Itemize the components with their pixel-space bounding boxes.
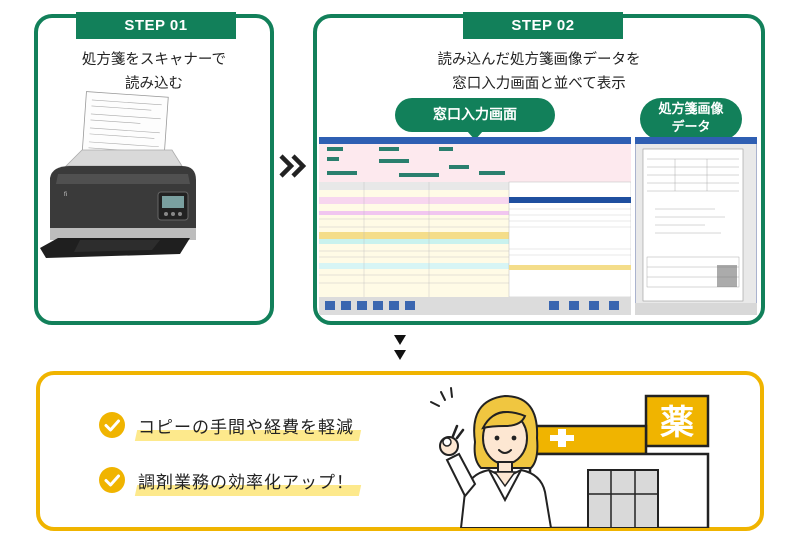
image-data-label-line2: データ bbox=[671, 120, 711, 135]
input-screen-label: 窓口入力画面 bbox=[395, 98, 555, 140]
benefit-item: 調剤業務の効率化アップ！ bbox=[98, 466, 354, 494]
chevron-double-right-icon bbox=[279, 154, 307, 178]
svg-text:fi: fi bbox=[64, 192, 67, 198]
pharmacy-sign: 薬 bbox=[660, 403, 694, 443]
benefit-text: コピーの手間や経費を軽減 bbox=[138, 413, 354, 438]
prescription-image-screenshot bbox=[635, 137, 757, 315]
check-icon bbox=[99, 467, 125, 493]
step1-caption-line2: 読み込む bbox=[125, 76, 183, 92]
step1-caption: 処方箋をスキャナーで 読み込む bbox=[38, 48, 270, 96]
step1-tag: STEP 01 bbox=[76, 12, 236, 39]
step1-caption-line1: 処方箋をスキャナーで bbox=[81, 52, 227, 68]
scanner-illustration: fi bbox=[40, 91, 196, 258]
step2-caption-line2: 窓口入力画面と並べて表示 bbox=[452, 76, 626, 92]
step2-tag: STEP 02 bbox=[463, 12, 623, 39]
step2-caption: 読み込んだ処方箋画像データを 窓口入力画面と並べて表示 bbox=[317, 48, 761, 96]
input-screen-screenshot bbox=[319, 137, 631, 315]
benefit-item: コピーの手間や経費を軽減 bbox=[98, 411, 354, 439]
image-data-label-line1: 処方箋画像 bbox=[658, 102, 724, 117]
check-icon bbox=[99, 412, 125, 438]
down-arrow-icon bbox=[394, 335, 406, 360]
benefit-text: 調剤業務の効率化アップ！ bbox=[138, 468, 354, 493]
step2-caption-line1: 読み込んだ処方箋画像データを bbox=[437, 52, 641, 68]
pharmacist-illustration bbox=[430, 387, 553, 528]
image-data-label: 処方箋画像 データ bbox=[640, 98, 742, 147]
pharmacy-illustration: 薬 bbox=[528, 394, 710, 528]
